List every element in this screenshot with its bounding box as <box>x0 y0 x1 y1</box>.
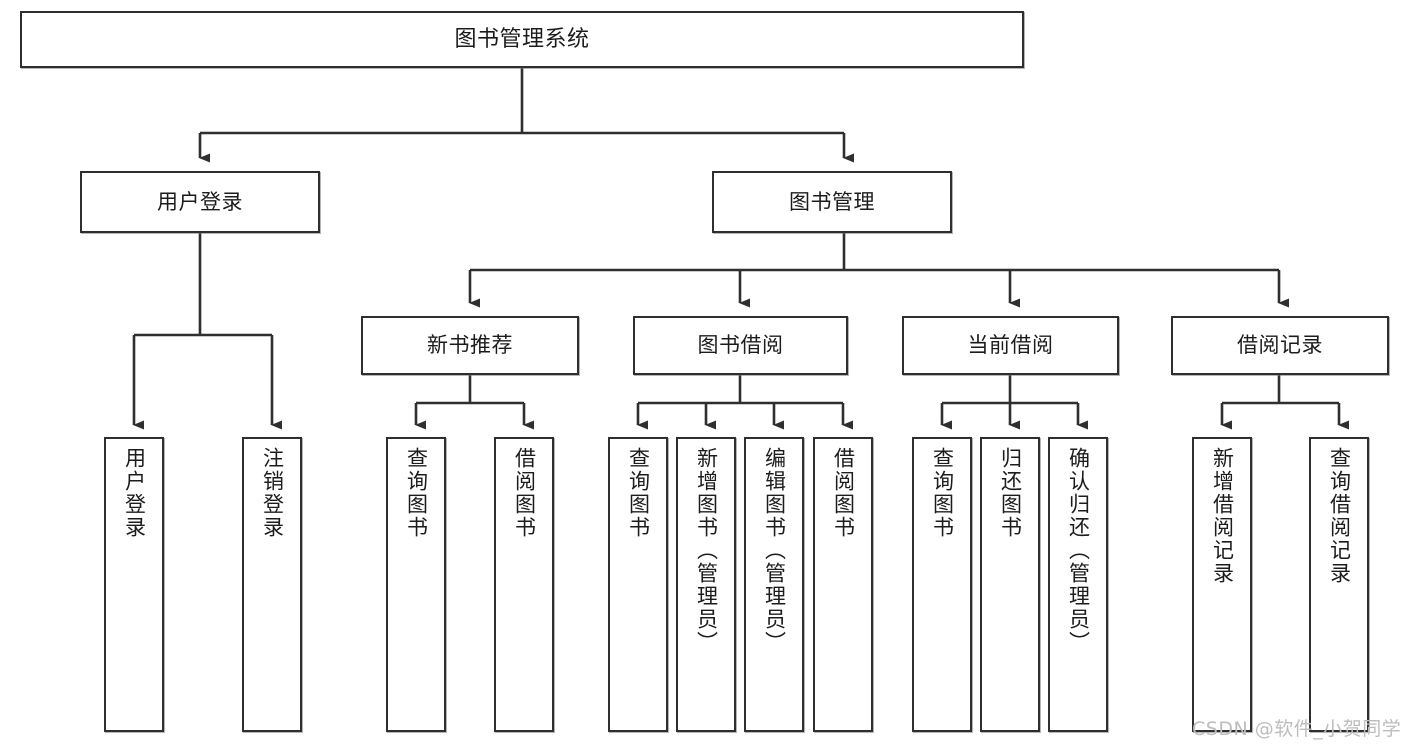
leaf-current-confirm-return-admin[interactable]: 确认归还（管理员） <box>1048 437 1108 732</box>
node-label: 当前借阅 <box>967 333 1054 358</box>
node-borrow-record[interactable]: 借阅记录 <box>1171 316 1389 375</box>
node-label: 图书借阅 <box>697 333 784 358</box>
node-label: 图书管理系统 <box>454 26 590 52</box>
node-label: 新书推荐 <box>427 333 513 358</box>
leaf-new-book-query-books[interactable]: 查询图书 <box>386 437 446 732</box>
node-current-borrow[interactable]: 当前借阅 <box>902 316 1119 375</box>
leaf-borrow-borrow-books[interactable]: 借阅图书 <box>813 437 873 732</box>
node-user-login[interactable]: 用户登录 <box>80 171 320 233</box>
node-label: 用户登录 <box>122 447 147 539</box>
node-label: 查询图书 <box>404 447 429 539</box>
node-label: 用户登录 <box>157 189 243 214</box>
node-label: 借阅记录 <box>1237 333 1323 358</box>
leaf-user-login-logout[interactable]: 注销登录 <box>242 437 302 732</box>
leaf-borrow-add-book-admin[interactable]: 新增图书（管理员） <box>676 437 736 732</box>
node-label: 图书管理 <box>789 189 875 214</box>
leaf-current-return-books[interactable]: 归还图书 <box>980 437 1040 732</box>
leaf-new-book-borrow-books[interactable]: 借阅图书 <box>494 437 554 732</box>
node-label: 新增图书（管理员） <box>694 447 719 654</box>
node-label: 新增借阅记录 <box>1210 447 1235 585</box>
node-book-management[interactable]: 图书管理 <box>712 171 952 233</box>
leaf-borrow-edit-book-admin[interactable]: 编辑图书（管理员） <box>744 437 804 732</box>
node-label: 查询借阅记录 <box>1327 447 1352 585</box>
node-label: 借阅图书 <box>831 447 856 539</box>
leaf-record-add-borrow-record[interactable]: 新增借阅记录 <box>1192 437 1252 732</box>
node-book-borrow[interactable]: 图书借阅 <box>633 316 848 375</box>
node-label: 确认归还（管理员） <box>1066 447 1091 654</box>
leaf-record-query-borrow-record[interactable]: 查询借阅记录 <box>1309 437 1369 732</box>
node-label: 注销登录 <box>260 447 285 539</box>
leaf-current-query-books[interactable]: 查询图书 <box>912 437 972 732</box>
csdn-watermark: CSDN @软件_小贺同学 <box>1192 718 1402 740</box>
node-label: 归还图书 <box>998 447 1023 539</box>
node-label: 借阅图书 <box>512 447 537 539</box>
node-label: 编辑图书（管理员） <box>762 447 787 654</box>
node-root-book-management-system[interactable]: 图书管理系统 <box>20 11 1024 68</box>
node-label: 查询图书 <box>930 447 955 539</box>
leaf-borrow-query-books[interactable]: 查询图书 <box>608 437 668 732</box>
node-label: 查询图书 <box>626 447 651 539</box>
node-new-book-recommendation[interactable]: 新书推荐 <box>361 316 579 375</box>
leaf-user-login-login[interactable]: 用户登录 <box>104 437 164 732</box>
